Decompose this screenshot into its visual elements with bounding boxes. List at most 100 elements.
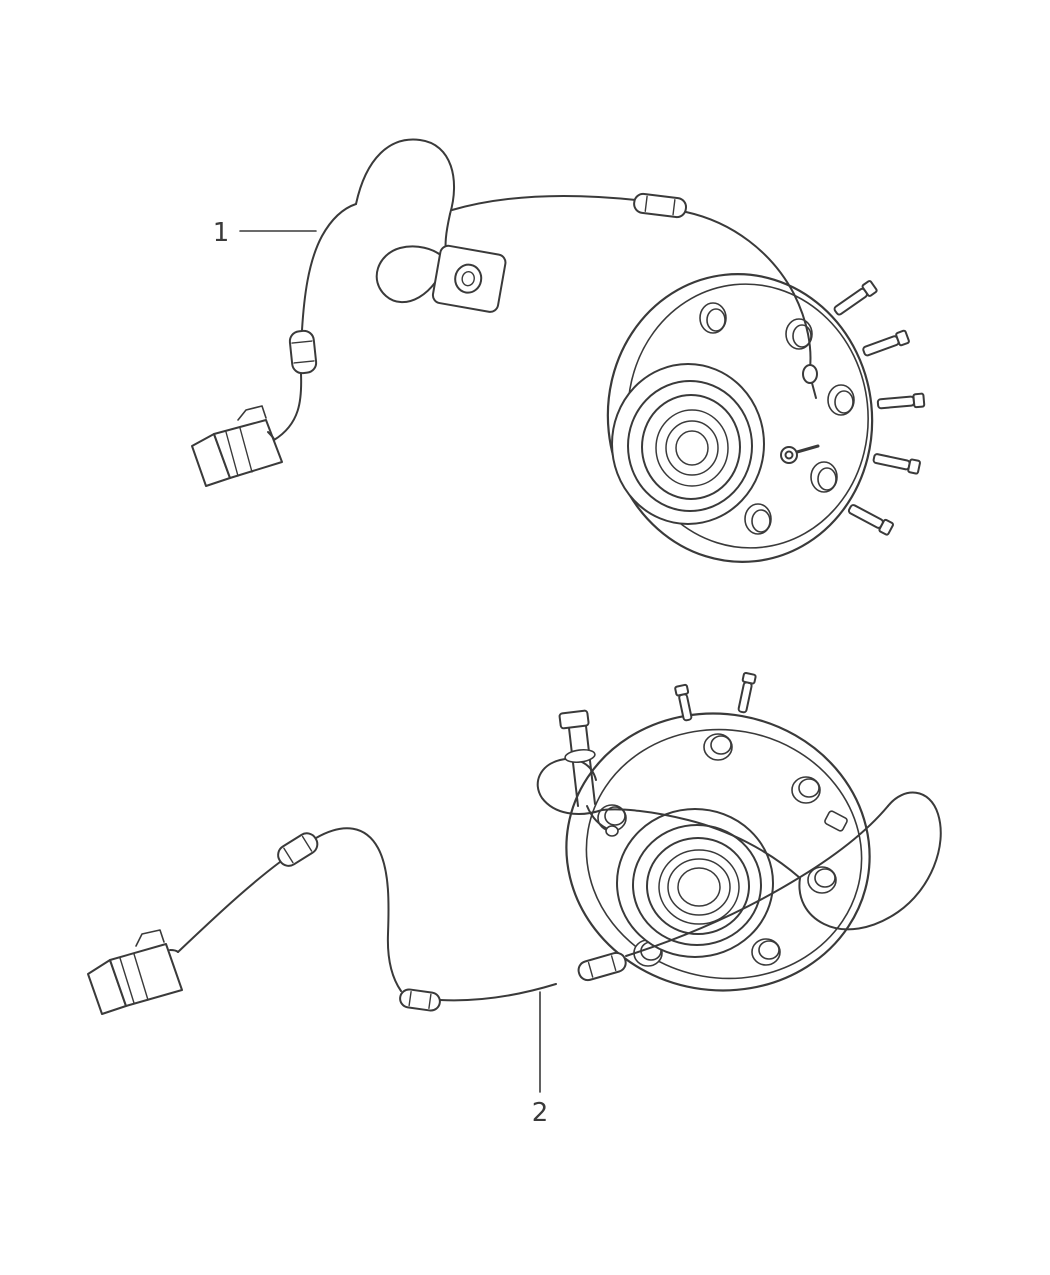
wheel-stud xyxy=(872,453,921,475)
wheel-stud xyxy=(833,280,878,316)
cable-segment xyxy=(439,983,557,1002)
stud-shaft xyxy=(833,287,868,316)
bracket-plate xyxy=(431,244,507,313)
flange-bolt-holes xyxy=(699,302,855,535)
bore-ring xyxy=(632,824,762,946)
stud-head xyxy=(912,392,926,409)
sleeve-body xyxy=(277,832,319,867)
cable-sleeve xyxy=(633,192,687,219)
callout-2-label: 2 xyxy=(532,1098,549,1128)
stud-shaft xyxy=(847,504,884,529)
front-sensor-harness xyxy=(191,138,818,487)
sleeve-body xyxy=(577,951,627,982)
cable-clip xyxy=(824,810,848,832)
connector-latch xyxy=(135,929,165,947)
harness-connector xyxy=(191,405,283,487)
bolt-hole-inner xyxy=(706,308,726,332)
sleeve-ribs xyxy=(644,195,676,216)
cable-segment xyxy=(301,203,357,331)
hub-flange-outer xyxy=(565,712,871,992)
bore-ring xyxy=(677,867,721,907)
stud-head xyxy=(861,280,878,297)
sleeve-ribs xyxy=(283,835,313,864)
bolt-hole-inner xyxy=(758,940,780,960)
hub-flange-outer xyxy=(606,273,874,563)
cable-sleeve xyxy=(277,832,319,867)
wheel-stud xyxy=(862,329,910,357)
cable-segment xyxy=(451,194,637,211)
line-art-layer xyxy=(87,138,942,1093)
bore-ring xyxy=(675,430,709,466)
sensor-tip-body xyxy=(802,364,818,384)
stud-head xyxy=(741,671,757,685)
connector-latch xyxy=(237,405,267,421)
connector-wire-exit xyxy=(267,431,275,441)
connector-wire-exit xyxy=(169,949,179,953)
bracket-hole xyxy=(454,263,483,294)
bore-ring xyxy=(665,420,719,476)
wheel-stud xyxy=(737,671,757,714)
bolt-hole-inner xyxy=(710,735,732,755)
bolt-hole-inner xyxy=(834,390,854,414)
stud-shaft xyxy=(876,395,916,410)
cable-sleeve xyxy=(399,988,441,1012)
bolt-hole-inner xyxy=(817,467,837,491)
rear-hub-sensor-assembly xyxy=(87,671,942,1093)
bore-ring xyxy=(667,858,731,916)
sensor-bolt-head xyxy=(558,709,590,730)
rear-hub-bearing xyxy=(565,671,871,992)
cable-segment xyxy=(315,827,402,992)
cable-segment xyxy=(601,808,801,879)
stud-head xyxy=(895,329,910,347)
speed-sensor xyxy=(558,709,619,837)
bore-ring xyxy=(611,363,765,525)
sleeve-ribs xyxy=(408,990,432,1010)
bolt-hole-inner xyxy=(798,778,820,798)
cable-segment xyxy=(685,211,812,369)
sleeve-body xyxy=(288,329,318,375)
stud-head xyxy=(674,683,690,697)
cable-segment xyxy=(177,861,281,953)
bearing-bore xyxy=(611,363,765,525)
sleeve-ribs xyxy=(291,340,315,364)
bearing-bore xyxy=(616,808,774,958)
hub-flange-inner xyxy=(585,728,863,980)
bore-ring xyxy=(646,837,750,935)
front-hub-sensor-assembly xyxy=(191,138,926,563)
cable-sleeve xyxy=(577,951,627,982)
bore-ring xyxy=(655,409,729,487)
cable-segment xyxy=(625,805,889,957)
rear-sensor-harness xyxy=(87,709,942,1015)
connector-body xyxy=(213,419,283,479)
wheel-stud xyxy=(674,683,693,722)
callout-1-label: 1 xyxy=(213,218,230,248)
stud-head xyxy=(907,458,921,475)
sensor-washer xyxy=(564,748,596,764)
sleeve-ribs xyxy=(587,955,617,978)
stud-shaft xyxy=(862,335,900,357)
bolt-washer xyxy=(780,446,798,464)
sensor-tip-body xyxy=(605,825,619,837)
bolt-hole-inner xyxy=(751,509,771,533)
stud-shaft xyxy=(737,681,753,714)
cable-loop xyxy=(355,138,456,215)
sensor-bolt xyxy=(780,444,820,464)
bolt-hole-inner xyxy=(792,324,812,348)
front-hub-bearing xyxy=(606,273,926,563)
sleeve-body xyxy=(399,988,441,1012)
bolt-hole-inner xyxy=(814,868,836,888)
connector-body xyxy=(109,943,183,1007)
bolt-hole-inner xyxy=(604,806,626,826)
callout-labels: 1 2 xyxy=(213,218,549,1128)
bolt-tip xyxy=(795,444,820,454)
cable-clip-loop xyxy=(375,245,448,304)
bracket-hole-inner xyxy=(461,270,475,287)
wheel-stud xyxy=(847,504,894,536)
mounting-bracket xyxy=(431,244,507,313)
cable-segment xyxy=(273,373,303,441)
sensor-body-lines xyxy=(568,725,596,807)
bore-ring xyxy=(658,849,740,925)
sensor-tip xyxy=(802,364,818,399)
